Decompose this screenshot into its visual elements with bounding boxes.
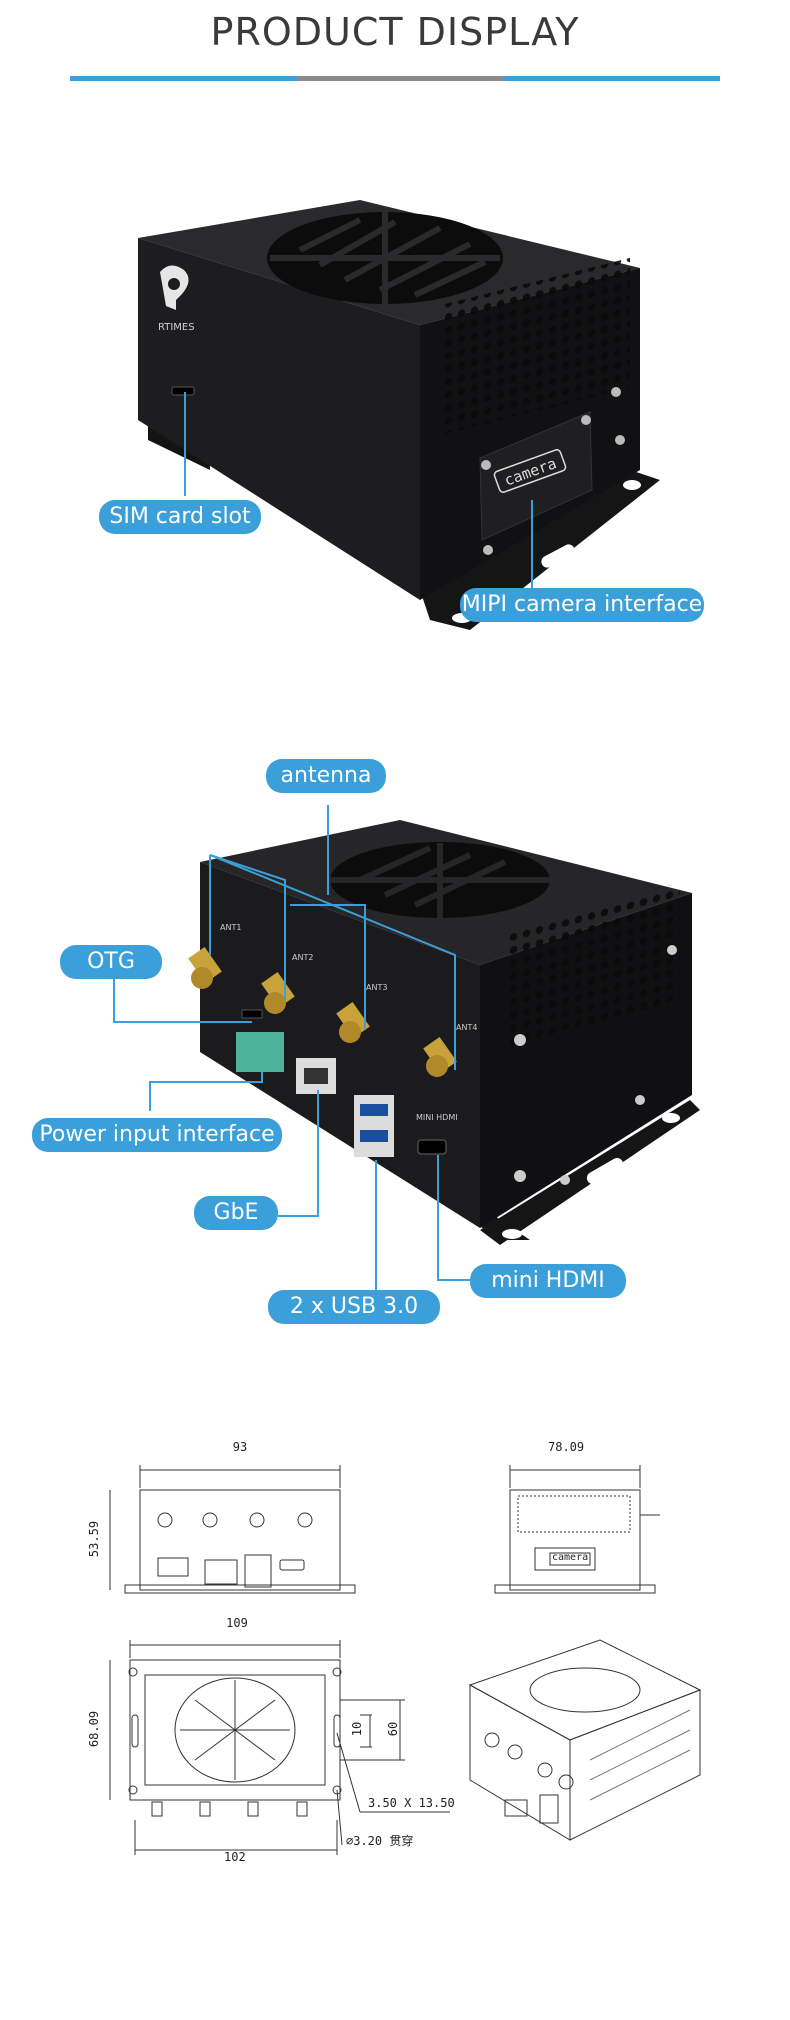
callout-otg: OTG [60, 945, 162, 979]
callout-mipi-camera-interface: MIPI camera interface [460, 588, 704, 622]
dim-side-width: 78.09 [548, 1440, 585, 1454]
dim-bottom-width: 109 [226, 1616, 248, 1630]
ant2-label: ANT2 [292, 953, 313, 962]
ant3-label: ANT3 [366, 983, 387, 992]
dim-slot-size: 3.50 X 13.50 [368, 1796, 455, 1810]
callout-gbe: GbE [194, 1196, 278, 1230]
antenna-connectors [188, 946, 457, 1077]
logo-text: RTIMES [158, 322, 195, 333]
title-underline-mid [298, 76, 504, 81]
callout-usb: 2 x USB 3.0 [268, 1290, 440, 1324]
callout-sim-card-slot: SIM card slot [99, 500, 261, 534]
dim-hole-spec: ∅3.20 贯穿 [346, 1834, 414, 1848]
dim-bottom-height: 68.09 [87, 1710, 102, 1748]
callout-antenna: antenna [266, 759, 386, 793]
product-view-front: camera RTIMES [138, 200, 660, 630]
dim-side-camera-label: camera [552, 1552, 589, 1563]
ant4-label: ANT4 [456, 1023, 477, 1032]
dim-front-width: 93 [232, 1440, 248, 1454]
page-title: PRODUCT DISPLAY [210, 10, 580, 54]
dim-bottom-inner: 102 [224, 1850, 246, 1864]
mini-hdmi-port-label: MINI HDMI [416, 1113, 458, 1122]
dim-slot-height: 60 [386, 1721, 401, 1737]
product-view-rear: ANT1 ANT2 ANT3 ANT4 MINI HDMI [113, 805, 700, 1290]
title-underline-left [70, 76, 298, 81]
dim-slot-width: 10 [350, 1721, 365, 1737]
callout-power-input-interface: Power input interface [32, 1118, 282, 1152]
dim-front-height: 53.59 [87, 1520, 102, 1558]
dimension-drawings [109, 1465, 702, 1855]
callout-mini-hdmi: mini HDMI [470, 1264, 626, 1298]
ant1-label: ANT1 [220, 923, 241, 932]
title-underline-right [504, 76, 720, 81]
rtimes-logo: RTIMES [158, 265, 195, 333]
